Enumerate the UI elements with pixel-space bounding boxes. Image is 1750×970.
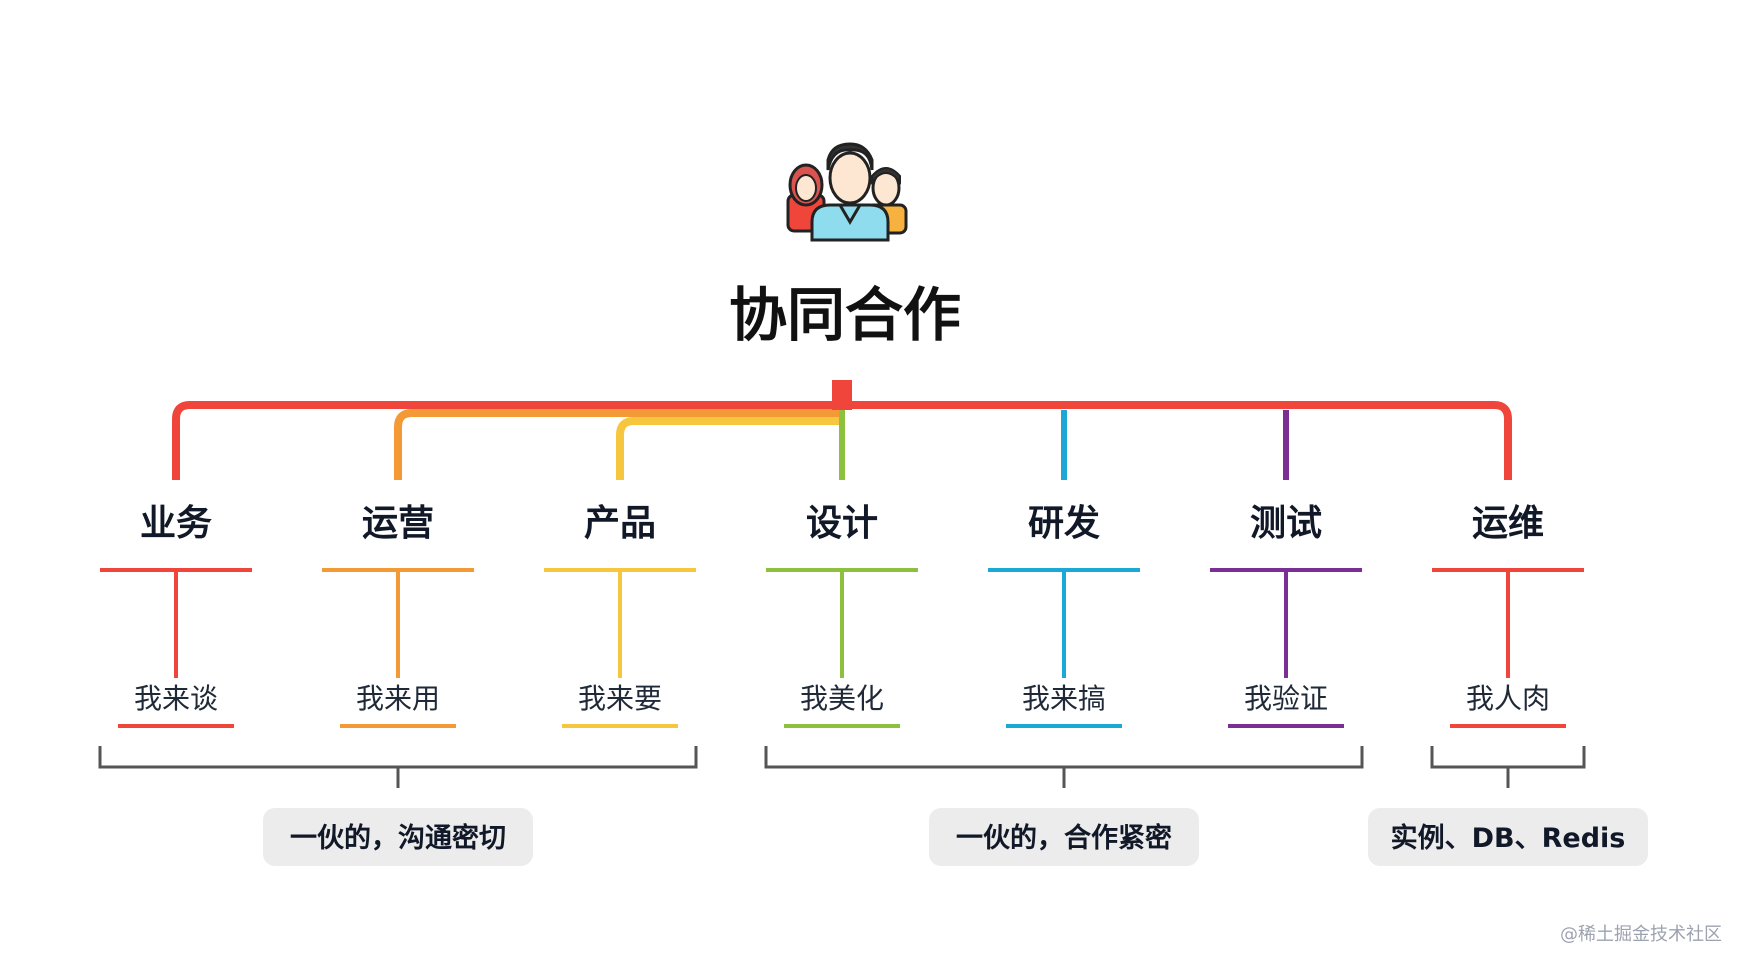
group-1: 一伙的，合作紧密 (764, 746, 1364, 866)
team-people-icon (786, 142, 908, 242)
role-name: 研发 (1028, 503, 1100, 544)
role-action: 我美化 (800, 682, 884, 715)
role-name: 业务 (140, 503, 212, 544)
connector-2 (616, 417, 842, 480)
tree-connectors (172, 380, 1512, 480)
role-name: 产品 (584, 503, 656, 544)
group-label: 一伙的，沟通密切 (290, 822, 506, 854)
group-label: 实例、DB、Redis (1391, 822, 1626, 854)
connector-0 (172, 401, 842, 480)
group-0: 一伙的，沟通密切 (98, 746, 698, 866)
group-pill (929, 808, 1199, 866)
diagram-title: 协同合作 (729, 281, 961, 349)
role-action: 我来搞 (1022, 682, 1106, 715)
connector-1 (394, 409, 842, 480)
role-action: 我来要 (578, 682, 662, 715)
group-brackets: 一伙的，沟通密切 一伙的，合作紧密 实例、DB、Redis (98, 746, 1648, 866)
group-bracket (764, 746, 1364, 769)
group-pill (263, 808, 533, 866)
watermark: @稀土掘金技术社区 (1560, 924, 1722, 945)
role-name: 运营 (362, 503, 434, 544)
role-name: 设计 (806, 503, 878, 544)
role-action: 我人肉 (1466, 682, 1550, 715)
role-name: 运维 (1472, 503, 1544, 544)
hub-node (832, 380, 852, 410)
role-action: 我来谈 (134, 682, 218, 715)
group-bracket (1430, 746, 1586, 769)
role-action: 我验证 (1244, 682, 1328, 715)
group-label: 一伙的，合作紧密 (956, 822, 1172, 854)
group-2: 实例、DB、Redis (1368, 746, 1648, 866)
role-name: 测试 (1250, 503, 1322, 544)
connector-6 (842, 401, 1512, 480)
group-pill (1368, 808, 1648, 866)
group-bracket (98, 746, 698, 769)
role-action: 我来用 (356, 682, 440, 715)
